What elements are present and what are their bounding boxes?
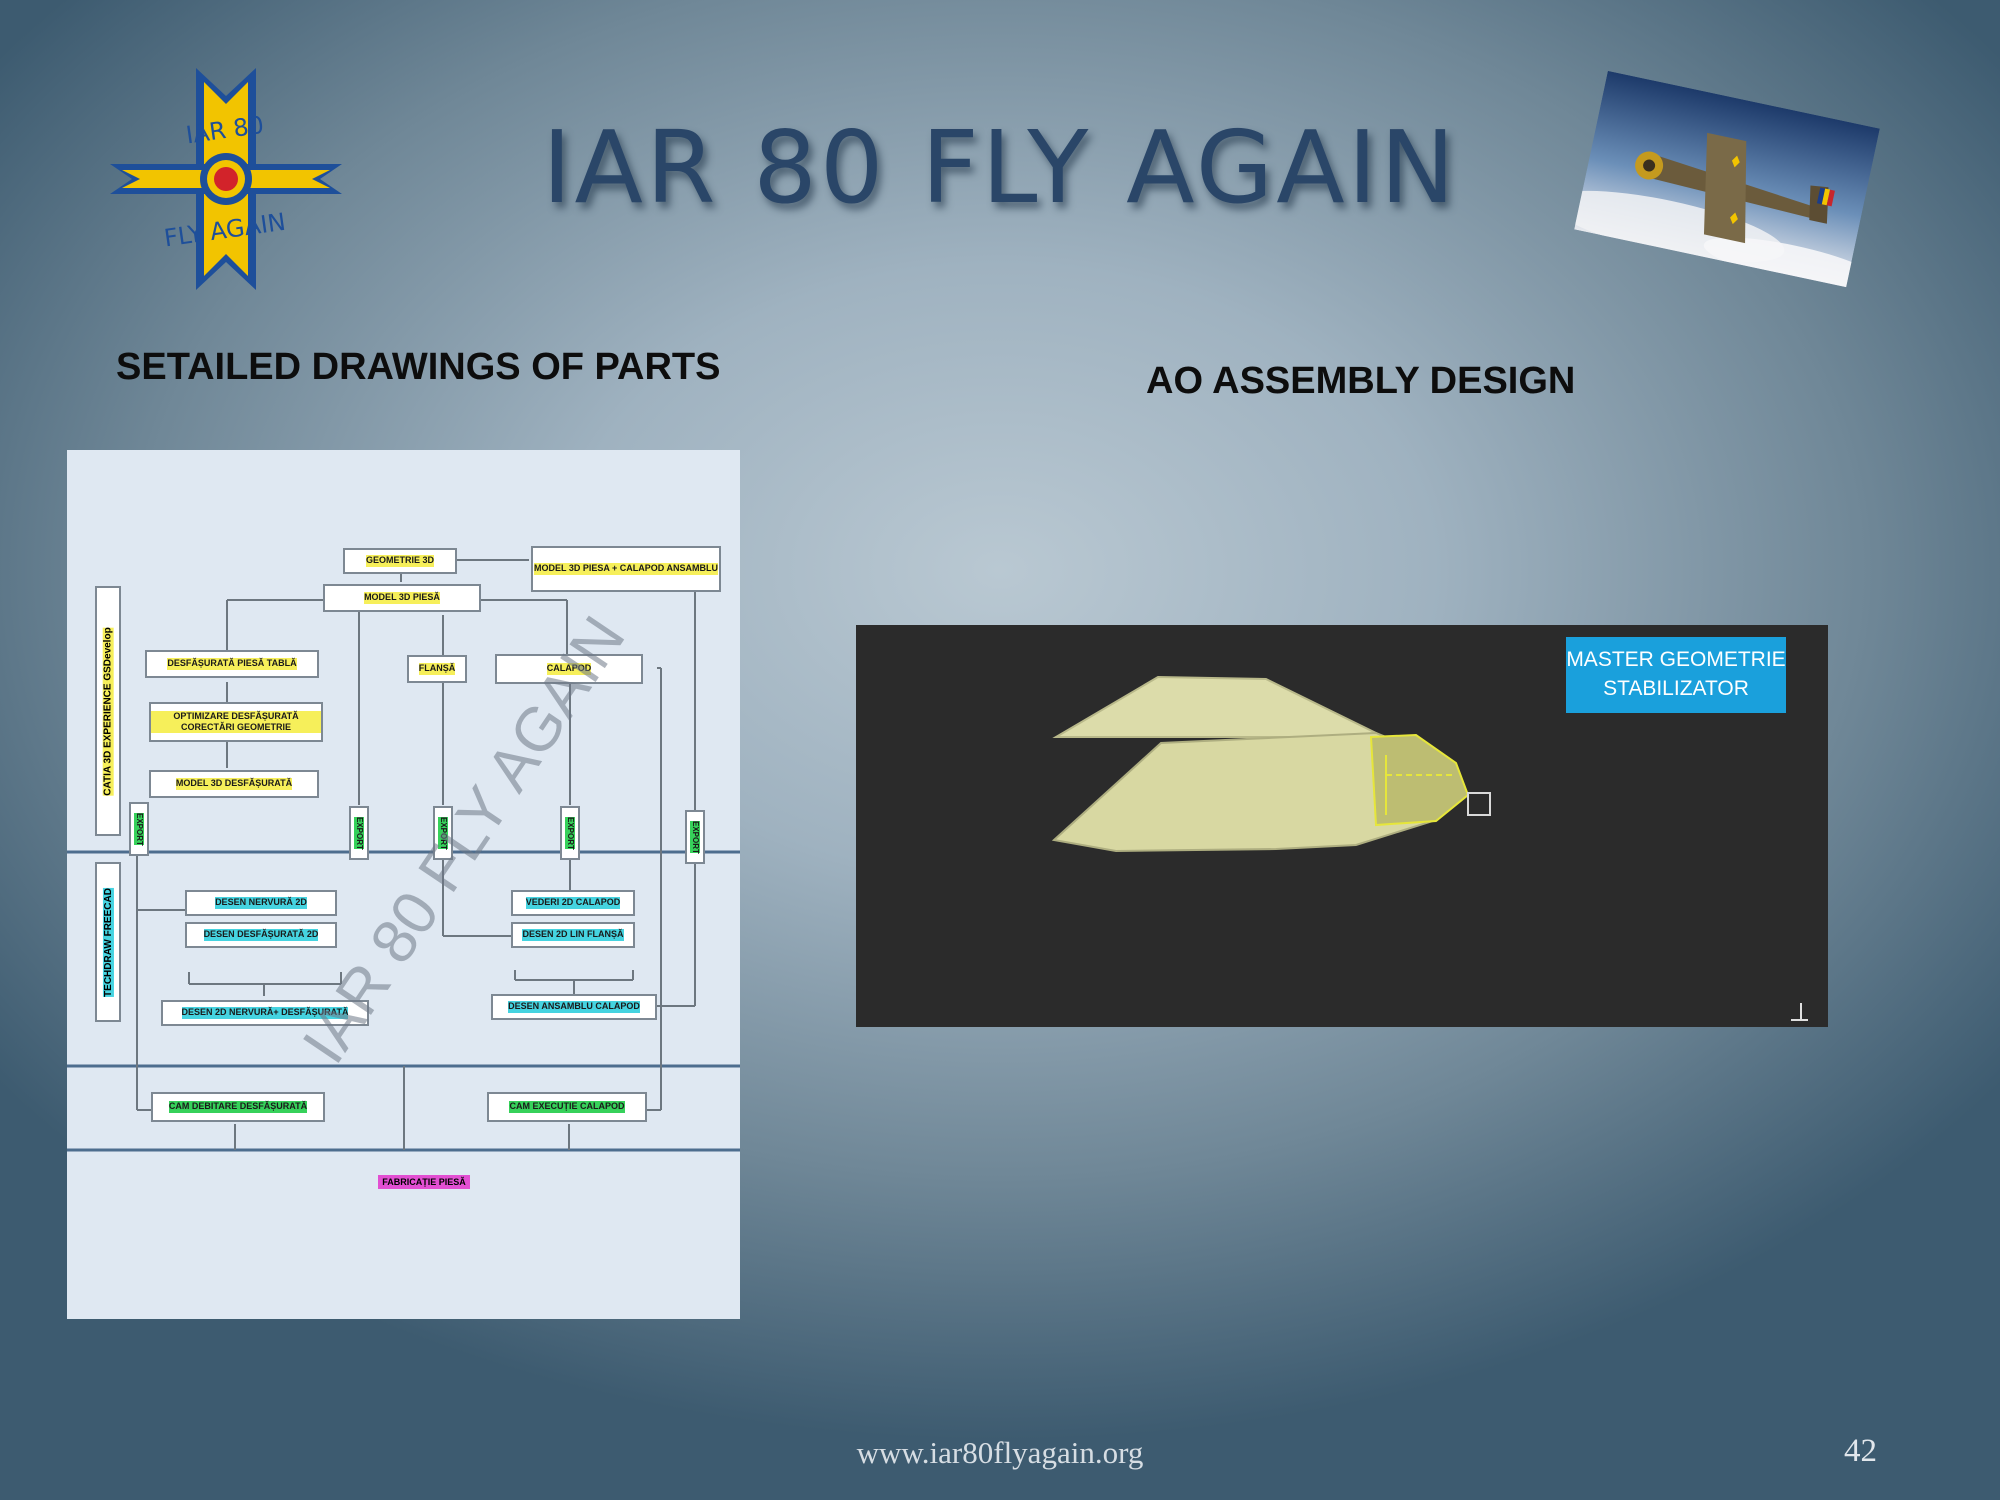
label-line-2: STABILIZATOR: [1603, 677, 1749, 700]
iar80-logo: IAR 80 FLY AGAIN: [110, 68, 342, 290]
box-export-1: EXPORT: [129, 802, 149, 856]
box-export-2: EXPORT: [349, 806, 369, 860]
box-desen-nervura-2d: DESEN NERVURĂ 2D: [185, 890, 337, 916]
slide-title: IAR 80 FLY AGAIN: [542, 109, 1458, 226]
airplane-photo: [1549, 70, 1880, 290]
footer-url[interactable]: www.iar80flyagain.org: [856, 1435, 1144, 1470]
label-line-1: MASTER GEOMETRIE: [1566, 648, 1786, 671]
box-cam-debitare: CAM DEBITARE DESFĂȘURATĂ: [151, 1092, 325, 1122]
flowchart-connectors: [67, 559, 740, 1152]
box-cam-executie: CAM EXECUȚIE CALAPOD: [487, 1092, 647, 1122]
box-calapod: CALAPOD: [495, 654, 643, 684]
box-desen-2d-nervura-desfasurata: DESEN 2D NERVURĂ+ DESFĂȘURATĂ: [161, 1000, 369, 1026]
lane-label-catia: CATIA 3D EXPERIENCE GSDevelop: [95, 586, 121, 836]
box-desen-2d-flansa: DESEN 2D LIN FLANȘĂ: [511, 922, 635, 948]
box-flansa: FLANȘĂ: [407, 655, 467, 683]
flowchart-panel: CATIA 3D EXPERIENCE GSDevelop TECHDRAW F…: [67, 450, 740, 1319]
box-export-5: EXPORT: [685, 810, 705, 864]
box-optimizare-desfasurata: OPTIMIZARE DESFĂȘURATĂ CORECTĂRI GEOMETR…: [149, 702, 323, 742]
box-export-3: EXPORT: [433, 806, 453, 860]
lane-label-techdraw: TECHDRAW FREECAD: [95, 862, 121, 1022]
box-vederi-2d-calapod: VEDERI 2D CALAPOD: [511, 890, 635, 916]
stabilizer-3d-model: [1051, 675, 1808, 1021]
stabilizer-render-panel: MASTER GEOMETRIE STABILIZATOR: [856, 625, 1828, 1027]
page-number: 42: [1844, 1433, 1877, 1469]
box-desen-desfasurata-2d: DESEN DESFĂȘURATĂ 2D: [185, 922, 337, 948]
box-export-4: EXPORT: [560, 806, 580, 860]
box-model-3d-desfasurata: MODEL 3D DESFĂȘURATĂ: [149, 770, 319, 798]
box-desen-ansamblu-calapod: DESEN ANSAMBLU CALAPOD: [491, 994, 657, 1020]
left-section-heading: SETAILED DRAWINGS OF PARTS: [116, 346, 721, 388]
master-geometrie-label: MASTER GEOMETRIE STABILIZATOR: [1566, 637, 1786, 713]
box-desfasurata-tabla: DESFĂȘURATĂ PIESĂ TABLĂ: [145, 650, 319, 678]
box-model-3d-calapod-ansamblu: MODEL 3D PIESA + CALAPOD ANSAMBLU: [531, 546, 721, 592]
box-fabricatie-piesa: FABRICAȚIE PIESĂ: [367, 1172, 481, 1192]
box-model-3d-piesa: MODEL 3D PIESĂ: [323, 584, 481, 612]
box-geometrie-3d: GEOMETRIE 3D: [343, 548, 457, 574]
right-section-heading: AO ASSEMBLY DESIGN: [1146, 360, 1576, 402]
